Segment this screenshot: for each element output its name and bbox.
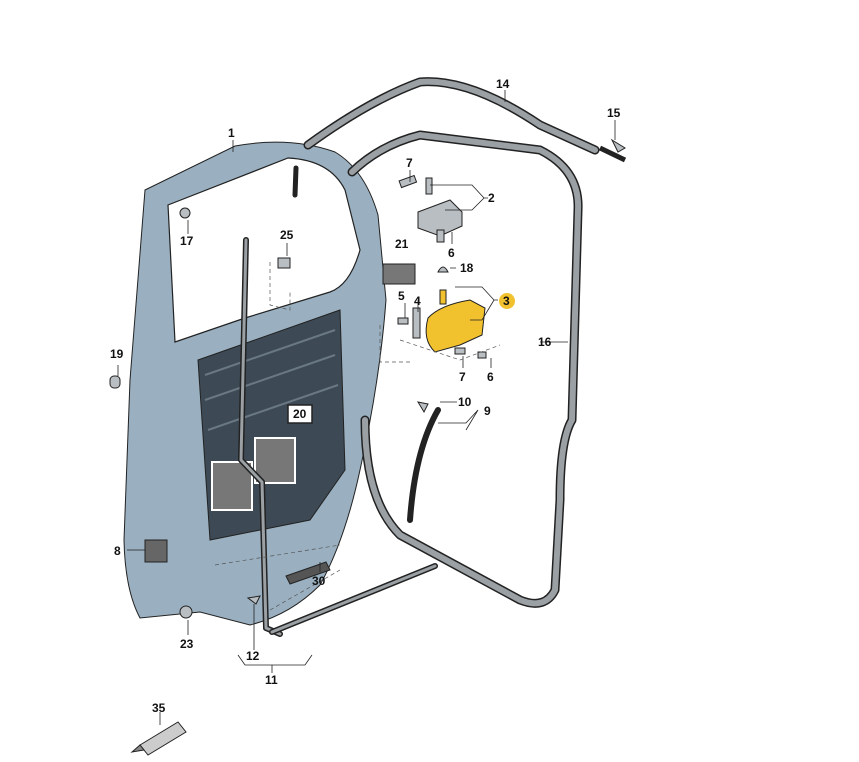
label-11: 11 bbox=[265, 673, 278, 687]
label-12: 12 bbox=[246, 649, 260, 663]
label-20-box bbox=[287, 404, 313, 424]
sound-insulation-20b[interactable] bbox=[254, 437, 296, 484]
door-frame-part-1[interactable] bbox=[123, 141, 387, 626]
label-30: 30 bbox=[312, 574, 326, 588]
label-7b: 7 bbox=[459, 370, 466, 384]
label-15: 15 bbox=[607, 106, 621, 120]
label-6a: 6 bbox=[448, 246, 455, 260]
label-18: 18 bbox=[460, 261, 474, 275]
label-6b: 6 bbox=[487, 370, 494, 384]
label-9: 9 bbox=[484, 404, 491, 418]
label-23: 23 bbox=[180, 637, 194, 651]
label-4: 4 bbox=[414, 294, 421, 308]
label-25: 25 bbox=[280, 228, 294, 242]
label-3-highlight bbox=[499, 293, 515, 309]
clip-part-10[interactable] bbox=[416, 401, 429, 414]
label-21: 21 bbox=[395, 237, 409, 251]
label-8: 8 bbox=[114, 544, 121, 558]
label-10: 10 bbox=[458, 395, 472, 409]
label-14: 14 bbox=[496, 77, 510, 91]
clip-part-12[interactable] bbox=[246, 595, 261, 605]
pad-part-30[interactable] bbox=[285, 561, 331, 585]
buffer-part-21[interactable] bbox=[382, 263, 416, 285]
label-35: 35 bbox=[152, 701, 166, 715]
cap-part-18[interactable] bbox=[437, 266, 449, 273]
label-1: 1 bbox=[228, 126, 235, 140]
hinge-part-2[interactable] bbox=[398, 174, 463, 243]
screw-part-6b[interactable] bbox=[477, 351, 487, 359]
plug-part-23[interactable] bbox=[179, 605, 193, 619]
door-lock-part-3[interactable] bbox=[425, 289, 486, 353]
clip-part-17[interactable] bbox=[179, 207, 191, 219]
seal-part-9[interactable] bbox=[407, 407, 441, 523]
label-7a: 7 bbox=[406, 156, 413, 170]
screw-part-5[interactable] bbox=[397, 317, 409, 325]
label-5: 5 bbox=[398, 289, 405, 303]
clip-part-15[interactable] bbox=[610, 138, 626, 153]
label-19: 19 bbox=[110, 347, 124, 361]
sealant-tube-part-35[interactable] bbox=[130, 721, 187, 756]
vent-grille-part-8[interactable] bbox=[144, 539, 168, 563]
label-17: 17 bbox=[180, 234, 194, 248]
screw-part-7b[interactable] bbox=[454, 347, 466, 355]
plug-part-19[interactable] bbox=[109, 375, 121, 389]
clip-part-25[interactable] bbox=[277, 257, 291, 269]
label-16: 16 bbox=[538, 335, 552, 349]
label-20: 20 bbox=[293, 407, 307, 421]
label-3: 3 bbox=[503, 294, 510, 308]
sound-insulation-20a[interactable] bbox=[211, 461, 253, 511]
label-2: 2 bbox=[488, 191, 495, 205]
part-4[interactable] bbox=[412, 307, 421, 339]
